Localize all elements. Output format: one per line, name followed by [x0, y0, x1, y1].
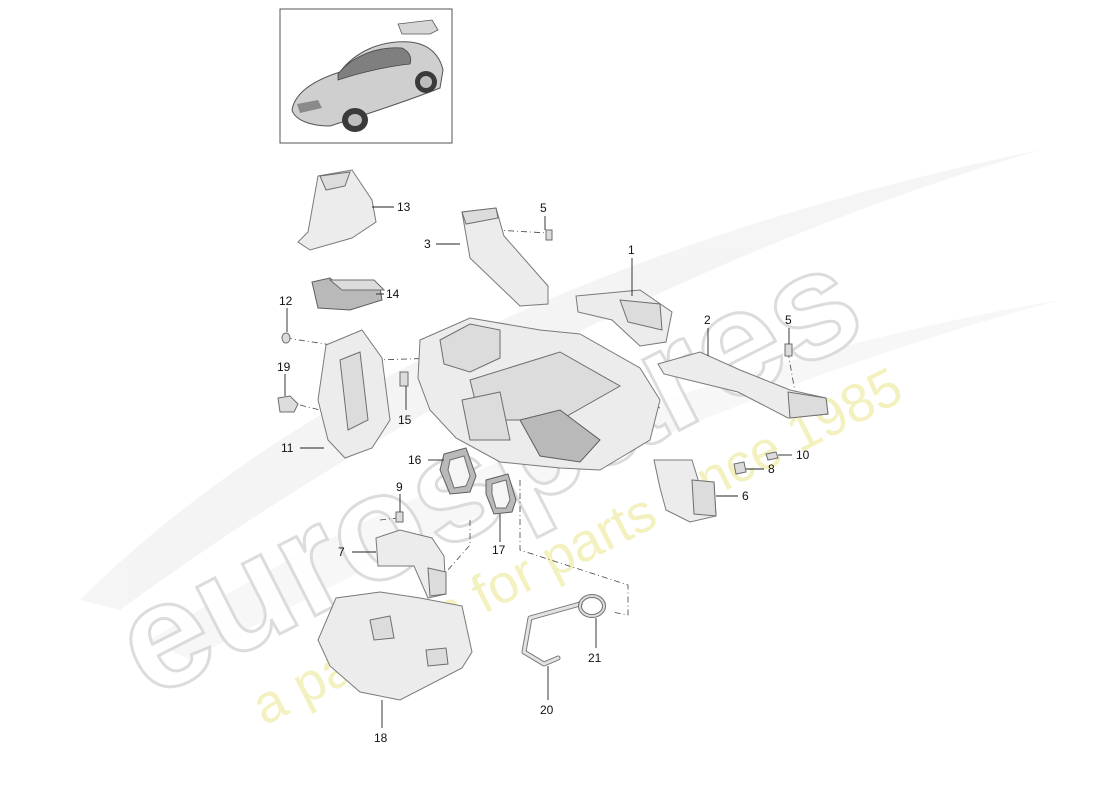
part-1-outlet [575, 289, 673, 347]
label-part-19[interactable]: 19 [277, 360, 291, 374]
part-5-screw-upper [545, 229, 553, 241]
part-19-sensor [277, 395, 299, 413]
label-part-11[interactable]: 11 [281, 441, 294, 455]
label-part-12[interactable]: 12 [279, 294, 293, 308]
label-part-14[interactable]: 14 [386, 287, 400, 301]
part-17-seal [485, 473, 517, 515]
label-part-16[interactable]: 16 [408, 453, 422, 467]
part-16-seal [439, 447, 477, 495]
label-part-20[interactable]: 20 [540, 703, 554, 717]
label-part-13[interactable]: 13 [397, 200, 411, 214]
part-3-air-duct [461, 207, 549, 307]
part-6-lower-duct [653, 459, 717, 523]
climate-unit-housing [417, 317, 661, 471]
label-part-15[interactable]: 15 [398, 413, 412, 427]
label-part-10[interactable]: 10 [796, 448, 810, 462]
label-part-2[interactable]: 2 [704, 313, 711, 327]
part-9-screw [395, 511, 404, 523]
label-part-6[interactable]: 6 [742, 489, 749, 503]
part-18-floor-cover [317, 591, 473, 701]
part-7-footwell-duct [375, 529, 447, 599]
label-part-1[interactable]: 1 [628, 243, 635, 257]
watermark-swoosh [80, 150, 1060, 660]
part-labels: 13 14 3 5 1 2 5 10 8 6 12 19 15 11 16 9 … [277, 200, 810, 745]
part-21-clamp [578, 594, 606, 618]
label-part-3[interactable]: 3 [424, 237, 431, 251]
label-part-5-right[interactable]: 5 [785, 313, 792, 327]
part-20-tube-bracket [521, 601, 583, 667]
label-leader-lines [284, 206, 792, 728]
part-2-air-duct [657, 351, 829, 419]
part-12-nut [281, 332, 291, 344]
part-5-screw-right [784, 343, 793, 357]
car-illustration [291, 19, 444, 132]
part-15-clip [399, 371, 409, 387]
part-14-foam-block [311, 277, 386, 311]
label-part-9[interactable]: 9 [396, 480, 403, 494]
part-13-duct-upper [297, 169, 377, 251]
label-part-5-upper[interactable]: 5 [540, 201, 547, 215]
part-8-clip [733, 461, 747, 475]
part-11-duct-housing [317, 329, 391, 459]
label-part-17[interactable]: 17 [492, 543, 506, 557]
part-10-bolt [765, 451, 779, 461]
label-part-21[interactable]: 21 [588, 651, 602, 665]
car-thumbnail [279, 8, 453, 144]
label-part-8[interactable]: 8 [768, 462, 775, 476]
label-part-7[interactable]: 7 [338, 545, 345, 559]
label-part-18[interactable]: 18 [374, 731, 388, 745]
